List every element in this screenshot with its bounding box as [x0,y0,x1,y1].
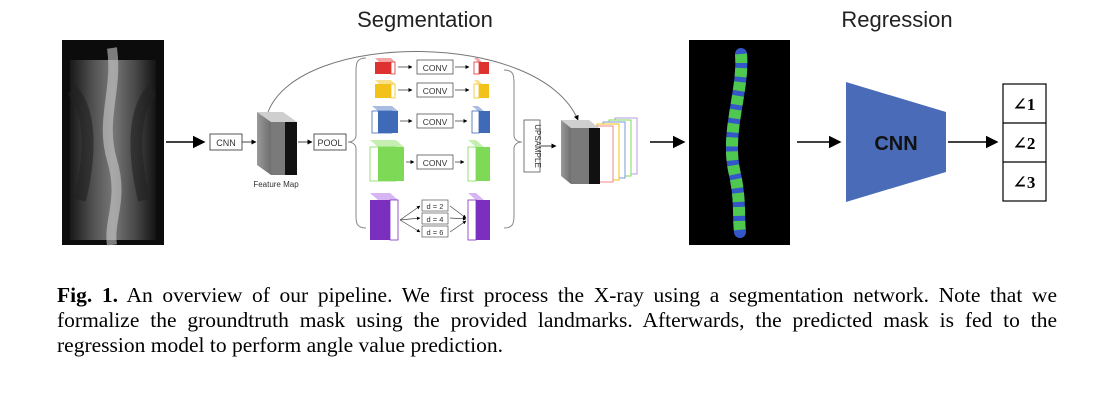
upsample-box [523,119,541,173]
segmentation-title: Segmentation [357,7,493,32]
pyramid-branch-green: CONV [369,140,490,182]
conv-label-2: CONV [423,86,448,96]
upsample-label: UPSAMPLE [533,124,542,168]
concat-feature-stack [561,117,638,184]
seg-cnn-label: CNN [216,138,236,148]
figure-label: Fig. 1. [57,283,118,307]
pyramid-branch-red: CONV [375,58,489,75]
right-brace [503,69,523,229]
dilation-label-2: d = 2 [427,202,444,211]
left-brace [347,57,367,229]
conv-label-4: CONV [423,158,448,168]
regression-title: Regression [841,7,952,32]
pyramid-branch-blue: CONV [371,106,490,134]
angle-outputs [1002,83,1047,202]
xray-image [62,40,164,246]
regression-cnn-trapezoid [846,82,946,202]
predicted-mask-image [689,40,790,245]
figure-caption: Fig. 1. An overview of our pipeline. We … [57,283,1057,358]
pipeline-figure: Segmentation Regression CNN Feature Map … [62,7,1047,246]
feature-map-label: Feature Map [253,180,299,189]
angle-output-3: ∠3 [1013,173,1036,192]
pyramid-branch-yellow: CONV [375,80,489,99]
pool-label: POOL [317,138,342,148]
pool-box [313,133,347,151]
caption-text: An overview of our pipeline. We first pr… [57,283,1057,357]
angle-output-2: ∠2 [1013,134,1036,153]
conv-label-3: CONV [423,117,448,127]
conv-label-1: CONV [423,63,448,73]
skip-connection-arc [267,51,579,121]
pyramid-branch-purple: d = 2 d = 4 d = 6 [370,193,490,241]
angle-output-1: ∠1 [1013,95,1036,114]
dilation-label-6: d = 6 [427,228,444,237]
regression-cnn-label: CNN [874,133,917,155]
dilation-label-4: d = 4 [427,215,444,224]
feature-map-block [257,112,297,175]
